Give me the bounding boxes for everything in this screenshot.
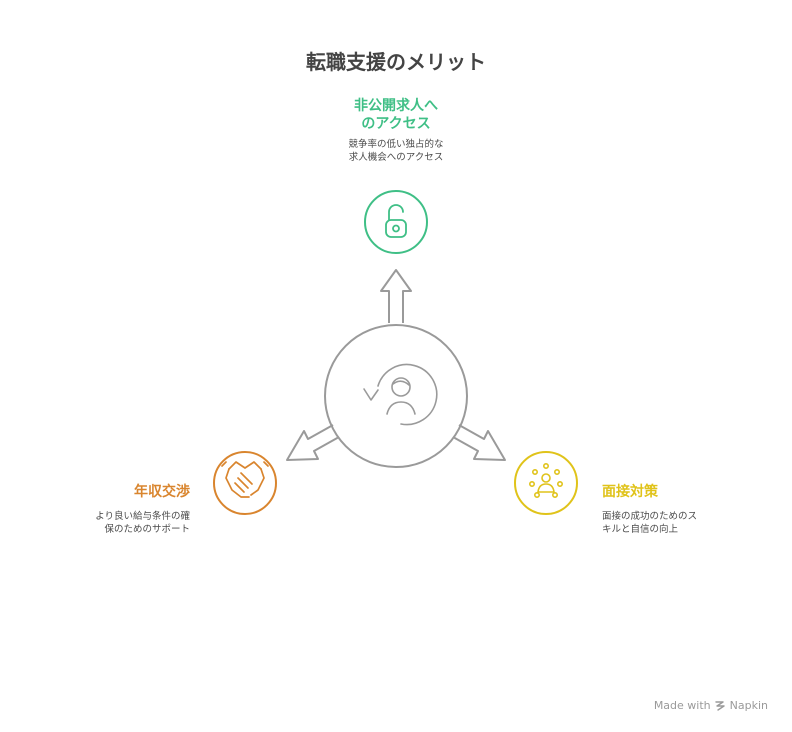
branch-right-desc: 面接の成功のためのス キルと自信の向上 <box>602 510 752 536</box>
branch-right-title-line-1: 面接対策 <box>602 484 658 500</box>
branch-left-circle <box>213 451 277 515</box>
napkin-logo-icon <box>714 701 725 711</box>
watermark-prefix: Made with <box>653 699 711 712</box>
branch-right-desc-line-2: キルと自信の向上 <box>602 524 679 535</box>
watermark-brand: Napkin <box>729 699 768 712</box>
person-spotlight-icon <box>528 462 563 498</box>
branch-left-title: 年収交渉 <box>40 483 190 501</box>
diagram-title: 転職支援のメリット <box>306 50 486 74</box>
watermark: Made with Napkin <box>654 699 768 712</box>
branch-right-desc-line-1: 面接の成功のためのス <box>602 511 698 522</box>
branch-left-desc-line-2: 保のためのサポート <box>104 524 190 535</box>
branch-top-desc: 競争率の低い独占的な 求人機会へのアクセス <box>296 138 496 164</box>
branch-left-title-line-1: 年収交渉 <box>134 484 190 500</box>
branch-left-desc-line-1: より良い給与条件の確 <box>95 511 190 522</box>
branch-top-desc-line-1: 競争率の低い独占的な <box>348 139 444 150</box>
branch-top-title: 非公開求人へ のアクセス <box>296 97 496 133</box>
branch-right-circle <box>514 451 578 515</box>
branch-top-desc-line-2: 求人機会へのアクセス <box>348 152 444 163</box>
arrow-right <box>452 424 506 461</box>
branch-right-title: 面接対策 <box>602 483 752 501</box>
branch-top-title-line-2: のアクセス <box>361 116 431 132</box>
branch-top-title-line-1: 非公開求人へ <box>354 98 438 114</box>
branch-left-desc: より良い給与条件の確 保のためのサポート <box>40 510 190 536</box>
padlock-icon <box>385 204 407 238</box>
handshake-icon <box>221 461 269 498</box>
arrow-up <box>380 269 412 323</box>
hub-circle <box>324 324 468 468</box>
arrow-left <box>286 424 340 461</box>
branch-top-circle <box>364 190 428 254</box>
person-cycle-icon <box>363 363 438 426</box>
